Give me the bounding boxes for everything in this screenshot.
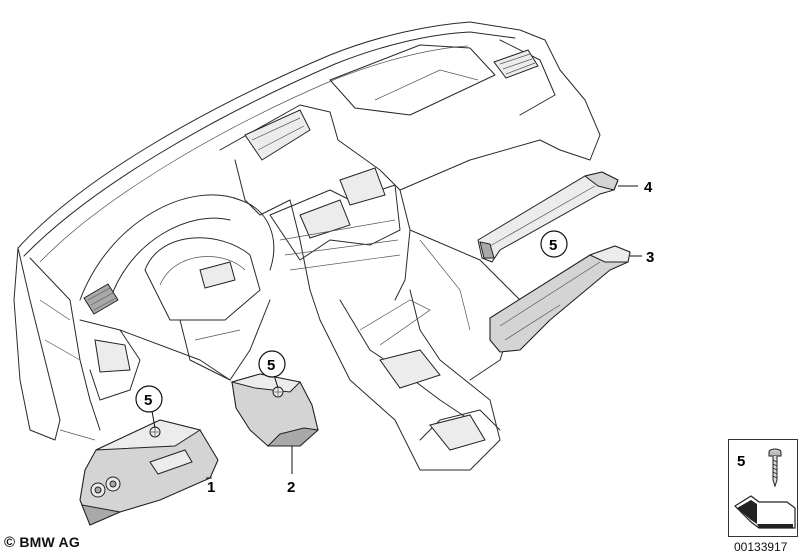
part-1-lower-cover bbox=[79, 419, 219, 526]
part-3-trim-strip bbox=[489, 245, 631, 353]
arrow-icon bbox=[734, 495, 796, 529]
screw-callout-label-b: 5 bbox=[267, 357, 275, 374]
screw-callout-c: 5 bbox=[135, 385, 163, 429]
callout-4: 4 bbox=[618, 179, 653, 196]
callout-3: 3 bbox=[630, 249, 654, 266]
legend-box: 5 bbox=[728, 439, 798, 537]
callout-label-3: 3 bbox=[646, 249, 654, 266]
screw-callout-label-a: 5 bbox=[549, 237, 557, 254]
callout-2: 2 bbox=[287, 446, 295, 496]
screw-icon bbox=[768, 448, 782, 488]
callout-1: 1 bbox=[206, 477, 215, 496]
part-2-cover bbox=[230, 373, 320, 447]
document-number: 00133917 bbox=[734, 540, 788, 554]
part-4-trim-strip bbox=[477, 171, 619, 263]
copyright-symbol: © bbox=[4, 534, 16, 551]
legend-graphic: 5 bbox=[734, 448, 796, 529]
brand-name: BMW AG bbox=[19, 534, 80, 550]
screw-callout-a: 5 bbox=[540, 230, 568, 258]
screw-callout-b: 5 bbox=[258, 350, 286, 389]
callout-label-4: 4 bbox=[644, 179, 653, 196]
screw-callout-label-c: 5 bbox=[144, 392, 152, 409]
callout-label-2: 2 bbox=[287, 479, 295, 496]
callout-label-1: 1 bbox=[207, 479, 215, 496]
legend-item-label: 5 bbox=[737, 453, 745, 470]
copyright-brand: © BMW AG bbox=[4, 534, 80, 551]
